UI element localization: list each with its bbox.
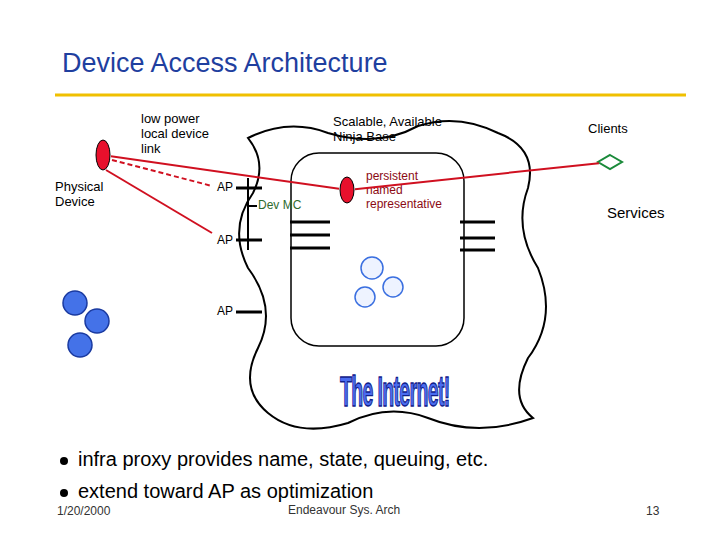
ninja-base: Scalable, Available Ninja Basepersistent… [290,152,465,347]
port-bar [460,249,495,252]
ap-label: AP [217,305,233,319]
port-bar [290,247,330,250]
port-bar [290,234,330,237]
services-label: Services [607,204,665,221]
ap-wire [236,311,262,314]
link-label: low power local device link [141,112,229,157]
device-circle [85,309,109,333]
internet-cloud-shape [239,121,546,429]
dev-mc-wire [248,205,257,207]
link-line [355,163,599,189]
representative-label: persistent named representative [366,170,456,211]
device-link [106,170,212,233]
bullet-text: extend toward AP as optimization [78,480,373,503]
port-bar [460,237,495,240]
cloud-title: The Internet! [340,368,450,416]
service-circle [361,257,383,279]
client-diamond: ClientsServices [597,154,623,170]
port-bar [460,221,495,224]
service-circle [355,287,375,307]
dev-mc-label: Dev MC [258,199,301,213]
ap-bar [247,178,249,250]
representative-oval-outline [339,176,355,204]
page-number: 13 [646,505,659,519]
device-label: Physical Device [55,180,115,210]
title-underline [55,94,686,97]
port-bar [290,221,330,224]
ap-label: AP [217,234,233,248]
device-circle [68,333,92,357]
device-oval: Physical Device [95,139,111,171]
service-circle [383,277,403,297]
bullet-text: infra proxy provides name, state, queuin… [78,448,488,471]
representative-oval-shape [340,177,354,203]
bullet-dot [60,489,68,497]
device-circle [63,291,87,315]
bullet-dot [60,457,68,465]
representative-oval: persistent named representative [339,176,355,204]
internet-cloud: The Internet! Scalable, Available Ninja B… [228,118,548,430]
device-oval-shape [96,140,110,170]
device-oval-outline [95,139,111,171]
ninja-base-shape [291,153,464,346]
base-title: Scalable, Available Ninja Base [333,115,458,145]
clients-label: Clients [588,122,628,137]
link-line [111,156,339,189]
client-diamond-shape [598,155,622,169]
client-diamond-outline [597,154,623,170]
slide-title: Device Access Architecture [62,48,388,79]
footer-title: Endeavour Sys. Arch [288,504,400,518]
footer-date: 1/20/2000 [57,505,110,519]
ap-label: AP [217,181,233,195]
